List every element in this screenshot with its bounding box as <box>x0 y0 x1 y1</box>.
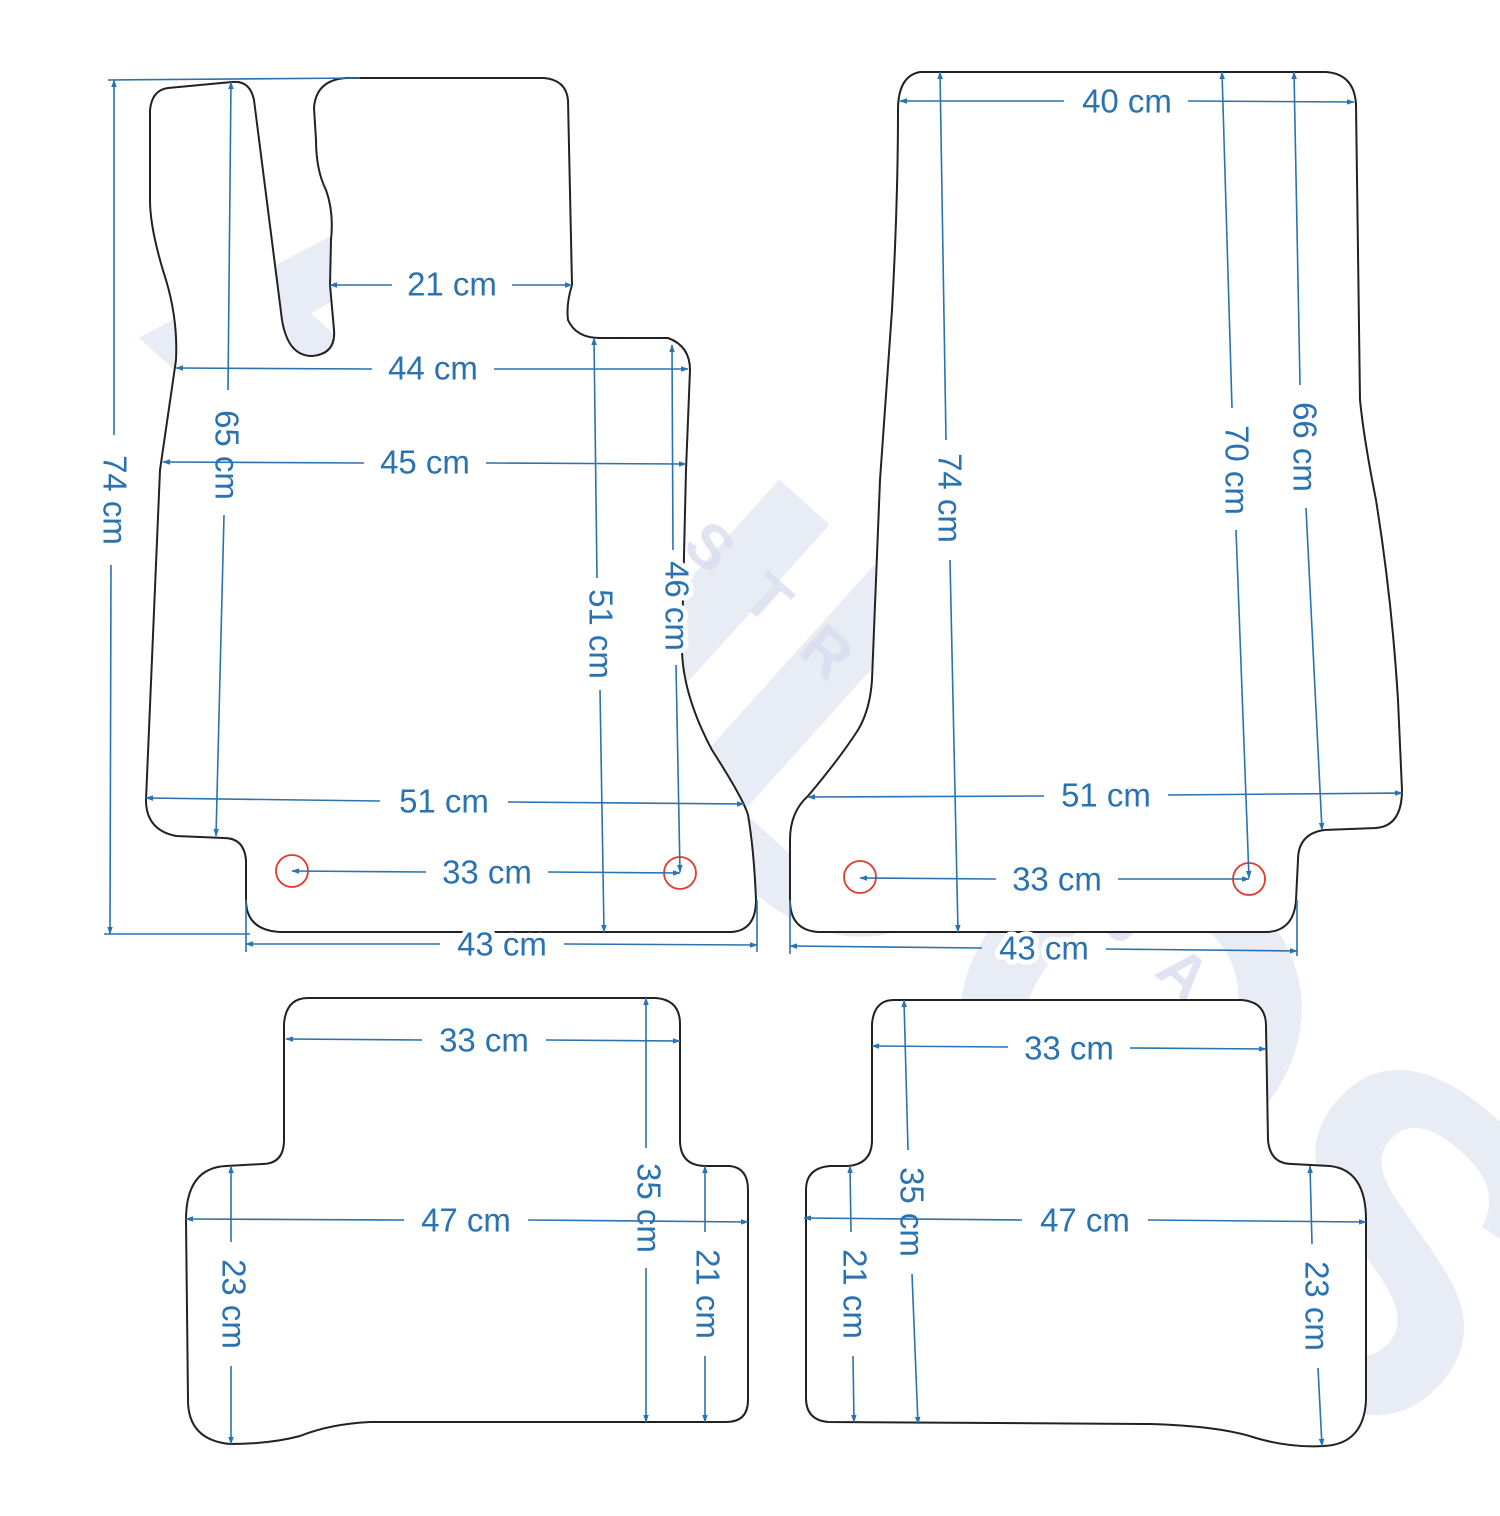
dimension-line <box>1305 507 1325 831</box>
front-right-mat: 40 cm 74 cm 70 cm 66 cm 51 cm 33 cm 43 c… <box>789 71 1404 972</box>
rear-right-height-23-label: 23 cm <box>1298 1261 1335 1351</box>
dimension-line <box>675 664 683 873</box>
dimension-line <box>911 1273 921 1425</box>
dimension-line <box>485 461 687 467</box>
rear-right-mat: 33 cm 35 cm 47 cm 21 cm 23 cm <box>803 999 1367 1448</box>
front-right-height-66-label: 66 cm <box>1286 402 1323 492</box>
dimension-line <box>847 1165 853 1233</box>
extension-line <box>107 77 361 81</box>
dimension-line <box>949 559 961 933</box>
dimension-line <box>871 1043 1009 1049</box>
dimension-line <box>162 459 365 465</box>
dimension-line <box>859 875 997 881</box>
dimension-line <box>547 870 681 876</box>
dimension-line <box>285 1036 423 1042</box>
dimension-line <box>803 1215 1023 1221</box>
front-right-height-label: 74 cm <box>931 453 968 543</box>
rear-right-mat-outline <box>805 999 1367 1448</box>
dimension-line <box>789 943 983 949</box>
dimension-line <box>1235 529 1252 879</box>
front-right-top-width-label: 40 cm <box>1082 83 1172 120</box>
rear-left-top-width-label: 33 cm <box>439 1022 529 1059</box>
front-left-height-51-label: 51 cm <box>582 589 619 679</box>
front-left-height-label: 74 cm <box>96 455 133 545</box>
dimension-line <box>901 999 909 1151</box>
rear-left-height-35-label: 35 cm <box>630 1163 667 1253</box>
dimension-line <box>1219 71 1233 409</box>
rear-right-height-21-label: 21 cm <box>836 1249 873 1339</box>
dimension-line <box>1105 948 1298 954</box>
dimension-line <box>1291 71 1301 386</box>
dimension-line <box>175 365 373 371</box>
dimension-line <box>1317 1367 1325 1447</box>
front-right-hole-left <box>843 860 877 894</box>
dimension-line <box>227 81 234 391</box>
dimension-line <box>291 868 427 874</box>
dimension-line <box>807 794 1045 800</box>
dimension-line <box>1147 1219 1367 1225</box>
rear-right-width-label: 47 cm <box>1040 1202 1130 1239</box>
dimension-line <box>107 564 113 935</box>
front-left-inner-height-label: 65 cm <box>208 410 245 500</box>
dimension-line <box>599 689 607 933</box>
dimension-line <box>1129 1046 1267 1052</box>
dimension-line <box>1187 99 1355 105</box>
dimension-line <box>1307 1165 1313 1245</box>
front-left-height-46-label: 46 cm <box>658 561 695 651</box>
rear-left-mat: 33 cm 35 cm 47 cm 23 cm 21 cm <box>184 997 749 1446</box>
dimension-line <box>937 71 947 441</box>
front-left-width-44-label: 44 cm <box>388 350 478 387</box>
front-right-hole-spacing-label: 33 cm <box>1012 861 1102 898</box>
front-left-mat: 74 cm 65 cm 21 cm 44 cm 45 cm 51 cm 46 c… <box>91 77 758 968</box>
dimension-line <box>545 1038 681 1044</box>
front-left-hole-spacing-label: 33 cm <box>442 854 532 891</box>
rear-right-height-35-label: 35 cm <box>893 1167 930 1257</box>
front-left-width-45-label: 45 cm <box>380 444 470 481</box>
dimension-line <box>145 795 381 802</box>
dimension-line <box>563 942 758 948</box>
dimension-line <box>669 344 675 551</box>
front-left-top-width-label: 21 cm <box>407 266 497 303</box>
rear-right-top-width-label: 33 cm <box>1024 1030 1114 1067</box>
dimension-line <box>591 337 598 579</box>
dimension-line <box>851 1355 857 1423</box>
dimension-line <box>507 801 745 807</box>
front-left-bottom-width-label: 43 cm <box>457 926 547 963</box>
dimension-line <box>213 514 225 837</box>
dimension-line <box>185 1216 405 1222</box>
rear-left-mat-outline <box>184 997 749 1446</box>
front-right-bottom-width-label: 43 cm <box>999 930 1089 967</box>
dimension-line <box>1167 790 1403 796</box>
front-right-width-51-label: 51 cm <box>1061 777 1151 814</box>
rear-left-height-21-label: 21 cm <box>689 1249 726 1339</box>
rear-left-width-label: 47 cm <box>421 1202 511 1239</box>
front-right-height-70-label: 70 cm <box>1218 425 1255 515</box>
dimension-line <box>527 1219 749 1225</box>
front-left-width-51-label: 51 cm <box>399 783 489 820</box>
rear-left-height-23-label: 23 cm <box>215 1259 252 1349</box>
